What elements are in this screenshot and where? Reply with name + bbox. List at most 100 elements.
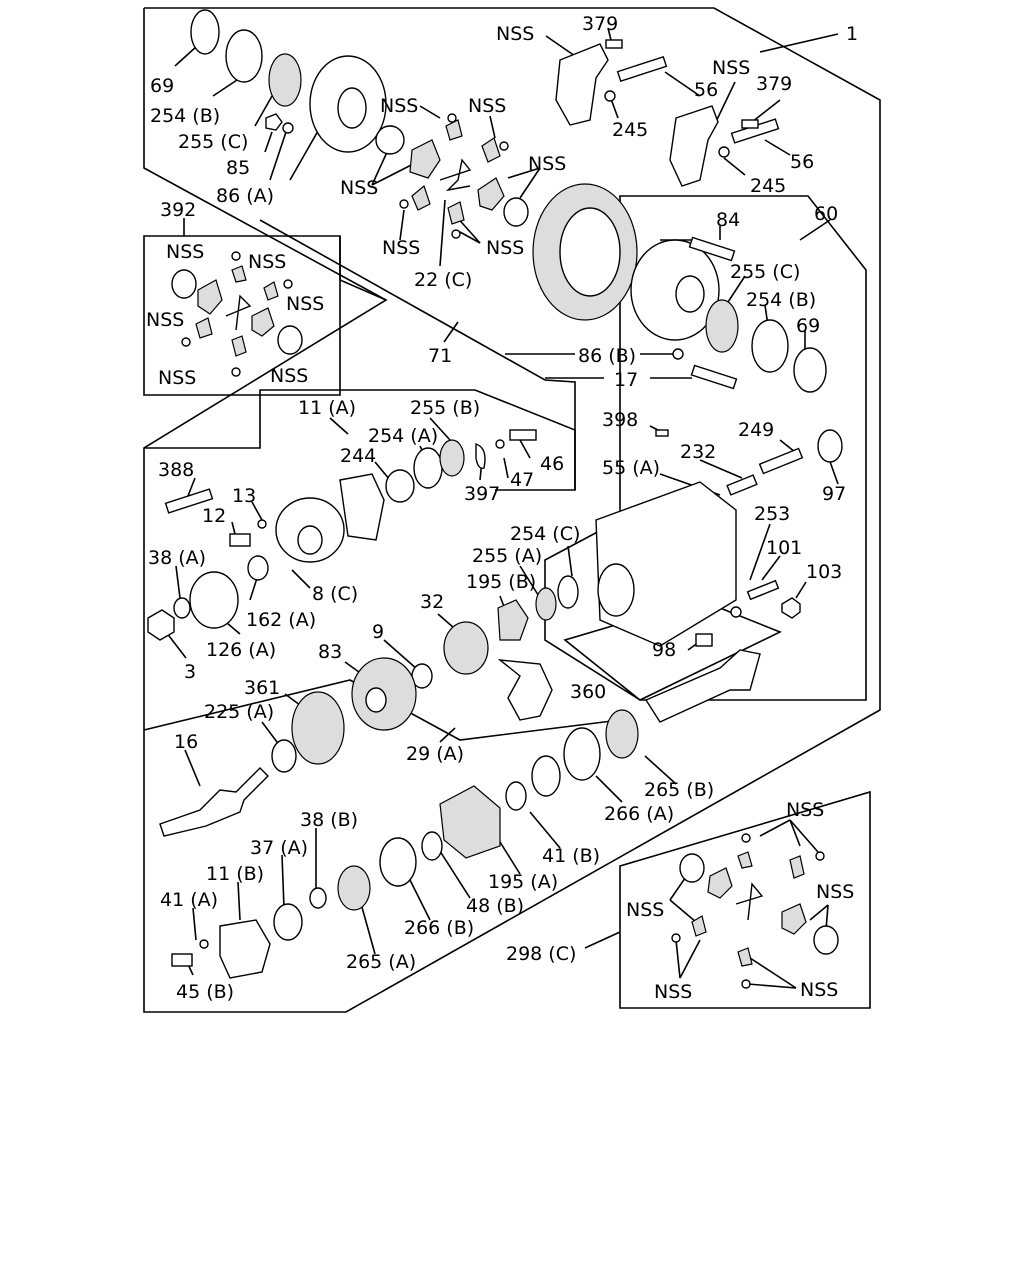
label-55a: 55 (A) (602, 457, 660, 479)
box-392-ext (339, 236, 387, 301)
label-45b: 45 (B) (176, 981, 234, 1003)
b298-pinion-c (691, 915, 707, 937)
label-225a: 225 (A) (204, 701, 274, 723)
b298-washer-f (741, 979, 751, 989)
label-60: 60 (814, 203, 838, 225)
label-388: 388 (158, 459, 194, 481)
label-397: 397 (464, 483, 500, 505)
label-249: 249 (738, 419, 774, 441)
gasket-244 (339, 473, 385, 541)
gear-361 (291, 691, 345, 765)
washer-253 (730, 606, 742, 618)
b392-pinion-a (231, 265, 247, 283)
label-nss: NSS (270, 365, 308, 387)
label-298c: 298 (C) (506, 943, 576, 965)
label-97: 97 (822, 483, 846, 505)
label-nss: NSS (654, 981, 692, 1003)
side-gear-b (477, 177, 505, 211)
label-69: 69 (150, 75, 174, 97)
washer-38a (173, 597, 191, 619)
washer-48b (199, 939, 209, 949)
label-103: 103 (806, 561, 842, 583)
label-85: 85 (226, 157, 250, 179)
seal-69a (190, 9, 220, 55)
label-71: 71 (428, 345, 452, 367)
washer-86a (282, 122, 294, 134)
label-nss: NSS (816, 881, 854, 903)
bolt-46 (509, 429, 537, 441)
label-22c: 22 (C) (414, 269, 472, 291)
label-nss: NSS (146, 309, 184, 331)
bolt-17 (690, 364, 738, 390)
label-16: 16 (174, 731, 198, 753)
label-245: 245 (612, 119, 648, 141)
label-98: 98 (652, 639, 676, 661)
label-255b: 255 (B) (410, 397, 480, 419)
washer-d (451, 229, 461, 239)
cup-254c (557, 575, 579, 609)
label-47: 47 (510, 469, 534, 491)
shaft-group-outline (144, 389, 576, 490)
b298-washer-e (671, 933, 681, 943)
bolt-12 (229, 533, 251, 547)
b392-pinion-d (231, 335, 247, 357)
cup-254b-a (225, 29, 263, 83)
label-nss: NSS (626, 899, 664, 921)
label-nss: NSS (286, 293, 324, 315)
cup-266b (379, 837, 417, 887)
label-86a: 86 (A) (216, 185, 274, 207)
label-nss: NSS (340, 177, 378, 199)
bolt-84 (688, 236, 736, 262)
b392-washer-f (283, 279, 293, 289)
label-56: 56 (790, 151, 814, 173)
b392-side-gear-a (197, 279, 223, 315)
pin-379b (741, 119, 759, 129)
label-69: 69 (796, 315, 820, 337)
label-84: 84 (716, 209, 740, 231)
pinion-gear-b (481, 137, 501, 163)
b298-washer-d (813, 925, 839, 955)
bolt-56a (616, 55, 668, 83)
b298-side-gear-b (781, 903, 807, 935)
b392-side-gear-b (251, 307, 275, 337)
seal-69b (793, 347, 827, 393)
bushing-37a (273, 903, 303, 941)
case-bore-front (597, 563, 635, 617)
retainer-8c-bore (297, 525, 323, 555)
diff-case-60 (630, 239, 720, 341)
label-244: 244 (340, 445, 376, 467)
ring-244 (385, 469, 415, 503)
b298-spider (735, 882, 764, 921)
b392-pinion-b (263, 281, 279, 301)
label-46: 46 (540, 453, 564, 475)
pinion-gear-d (447, 201, 465, 225)
label-nss: NSS (158, 367, 196, 389)
label-266b: 266 (B) (404, 917, 474, 939)
label-1: 1 (846, 23, 858, 45)
label-nss: NSS (486, 237, 524, 259)
label-56: 56 (694, 79, 718, 101)
bolt-45b (171, 953, 193, 967)
b298-pinion-a (737, 851, 753, 869)
label-255a: 255 (A) (472, 545, 542, 567)
label-86b: 86 (B) (578, 345, 636, 367)
label-nss: NSS (380, 95, 418, 117)
spider-22c (439, 158, 472, 192)
label-195a: 195 (A) (488, 871, 558, 893)
washer-a (447, 113, 457, 123)
b298-pinion-d (737, 947, 753, 967)
label-255c: 255 (C) (178, 131, 248, 153)
plug-97 (817, 429, 843, 463)
cone-255a (535, 587, 557, 621)
diff-case-60-hub (675, 275, 705, 313)
seal-162a (247, 555, 269, 581)
diff-case-bore (337, 87, 367, 129)
ring-mid (531, 755, 561, 797)
washer-86b (672, 348, 684, 360)
label-12: 12 (202, 505, 226, 527)
ring-41b (505, 781, 527, 811)
label-232: 232 (680, 441, 716, 463)
parts (147, 9, 843, 989)
washer-13 (257, 519, 267, 529)
gear-195a (439, 785, 501, 859)
